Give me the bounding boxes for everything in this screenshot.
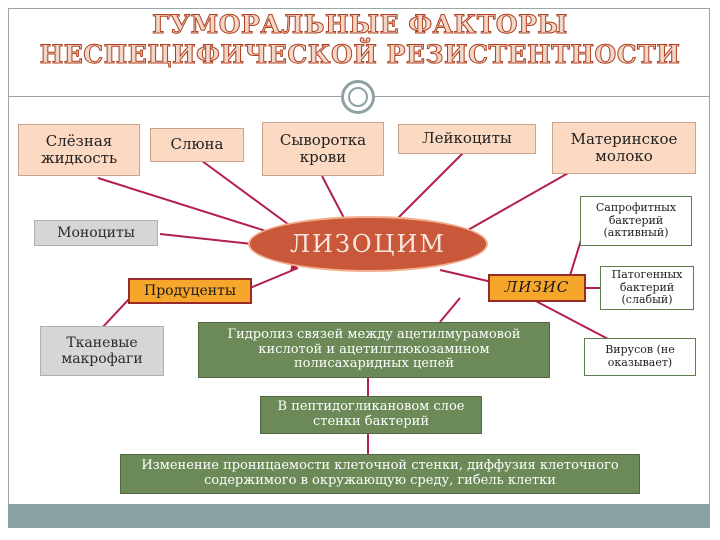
lysis-box: ЛИЗИС — [488, 274, 586, 302]
line-milk — [467, 171, 571, 231]
target-pathogens: Патогенных бактерий (слабый) — [600, 266, 694, 310]
result-box: Изменение проницаемости клеточной стенки… — [120, 454, 640, 494]
source-serum: Сыворотка крови — [262, 122, 384, 176]
monocytes-box: Моноциты — [34, 220, 158, 246]
line-saliva — [197, 157, 297, 231]
lysozyme-center: ЛИЗОЦИМ — [248, 216, 488, 272]
source-leukocytes: Лейкоциты — [398, 124, 536, 154]
line-viruses — [529, 297, 611, 341]
title-line-1: ГУМОРАЛЬНЫЕ ФАКТОРЫ — [152, 10, 568, 40]
line-tears — [97, 177, 289, 239]
producers-box: Продуценты — [128, 278, 252, 304]
line-hydrolysis — [439, 297, 461, 323]
source-milk: Материнское молоко — [552, 122, 696, 174]
hydrolysis-box: Гидролиз связей между ацетилмурамовой ки… — [198, 322, 550, 378]
line-leukocytes — [397, 149, 467, 219]
line-macrophages — [99, 297, 131, 331]
source-saliva: Слюна — [150, 128, 244, 162]
peptidoglycan-box: В пептидогликановом слое стенки бактерий — [260, 396, 482, 434]
footer-bar — [8, 504, 710, 528]
ring-ornament-icon — [341, 80, 375, 114]
line-producers — [249, 267, 299, 289]
target-saprophytes: Сапрофитных бактерий (активный) — [580, 196, 692, 246]
line-monocytes — [159, 233, 253, 245]
source-tears: Слёзная жидкость — [18, 124, 140, 176]
target-viruses: Вирусов (не оказывает) — [584, 338, 696, 376]
line-lysis — [439, 269, 493, 283]
title-line-2: НЕСПЕЦИФИЧЕСКОЙ РЕЗИСТЕНТНОСТИ — [39, 40, 681, 70]
line-serum — [321, 175, 345, 219]
macrophages-box: Тканевые макрофаги — [40, 326, 164, 376]
